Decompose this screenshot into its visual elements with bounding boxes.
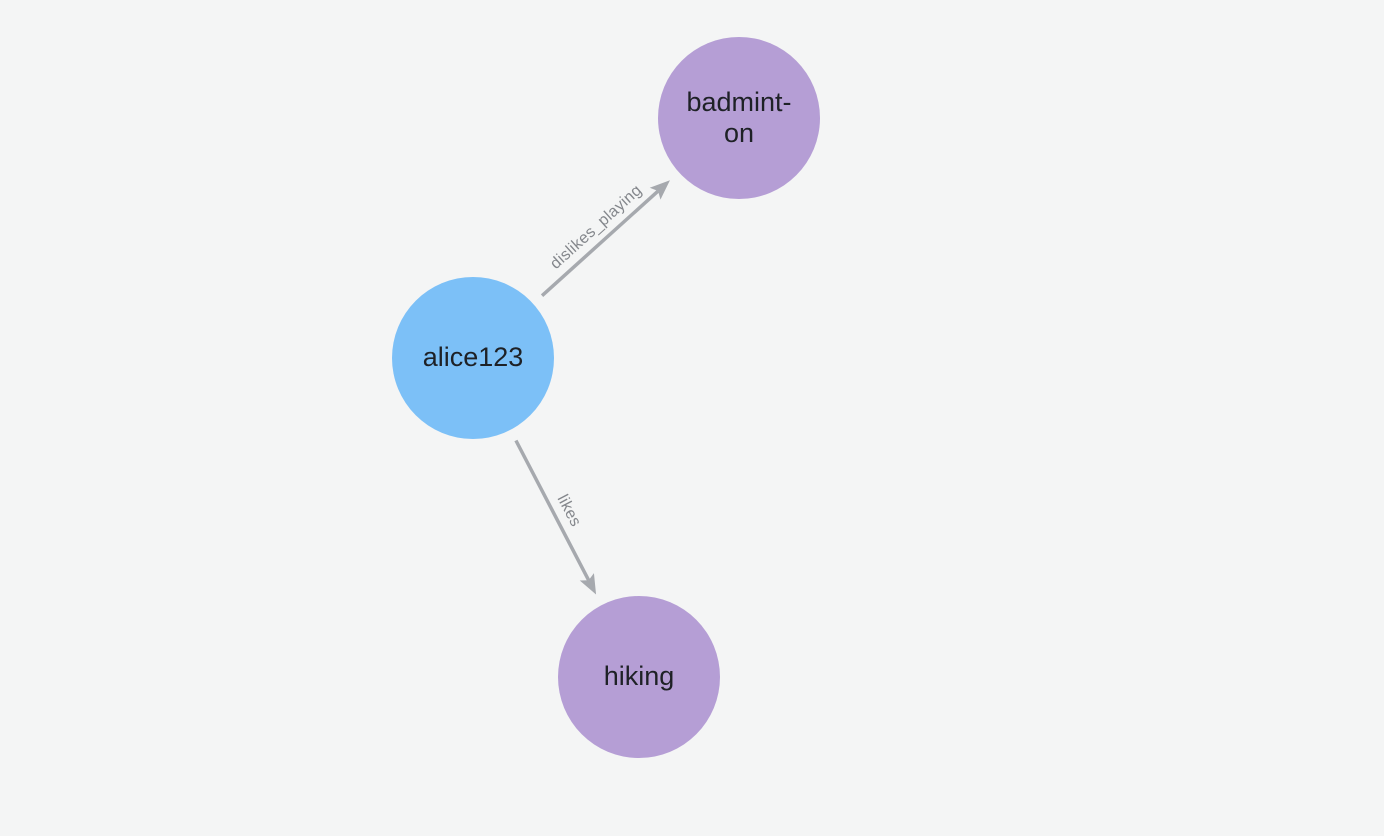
edge-line[interactable] [540,189,660,297]
node-label: on [723,118,755,148]
edge-line[interactable] [514,439,591,582]
graph-node-hiking[interactable]: hiking [558,596,720,758]
edge-label: dislikes_playing [547,182,645,273]
node-label: alice123 [422,342,524,373]
edge-arrowhead-icon [579,573,597,595]
graph-edge-dislikes_playing: dislikes_playing [540,180,670,297]
graph-edge-likes: likes [514,439,597,595]
graph-node-alice123[interactable]: alice123 [392,277,554,439]
edge-arrowhead-icon [649,180,670,200]
graph-node-badminton[interactable]: badmint-on [658,37,820,199]
node-label: hiking [603,661,675,692]
node-label: badmint- [686,86,792,117]
